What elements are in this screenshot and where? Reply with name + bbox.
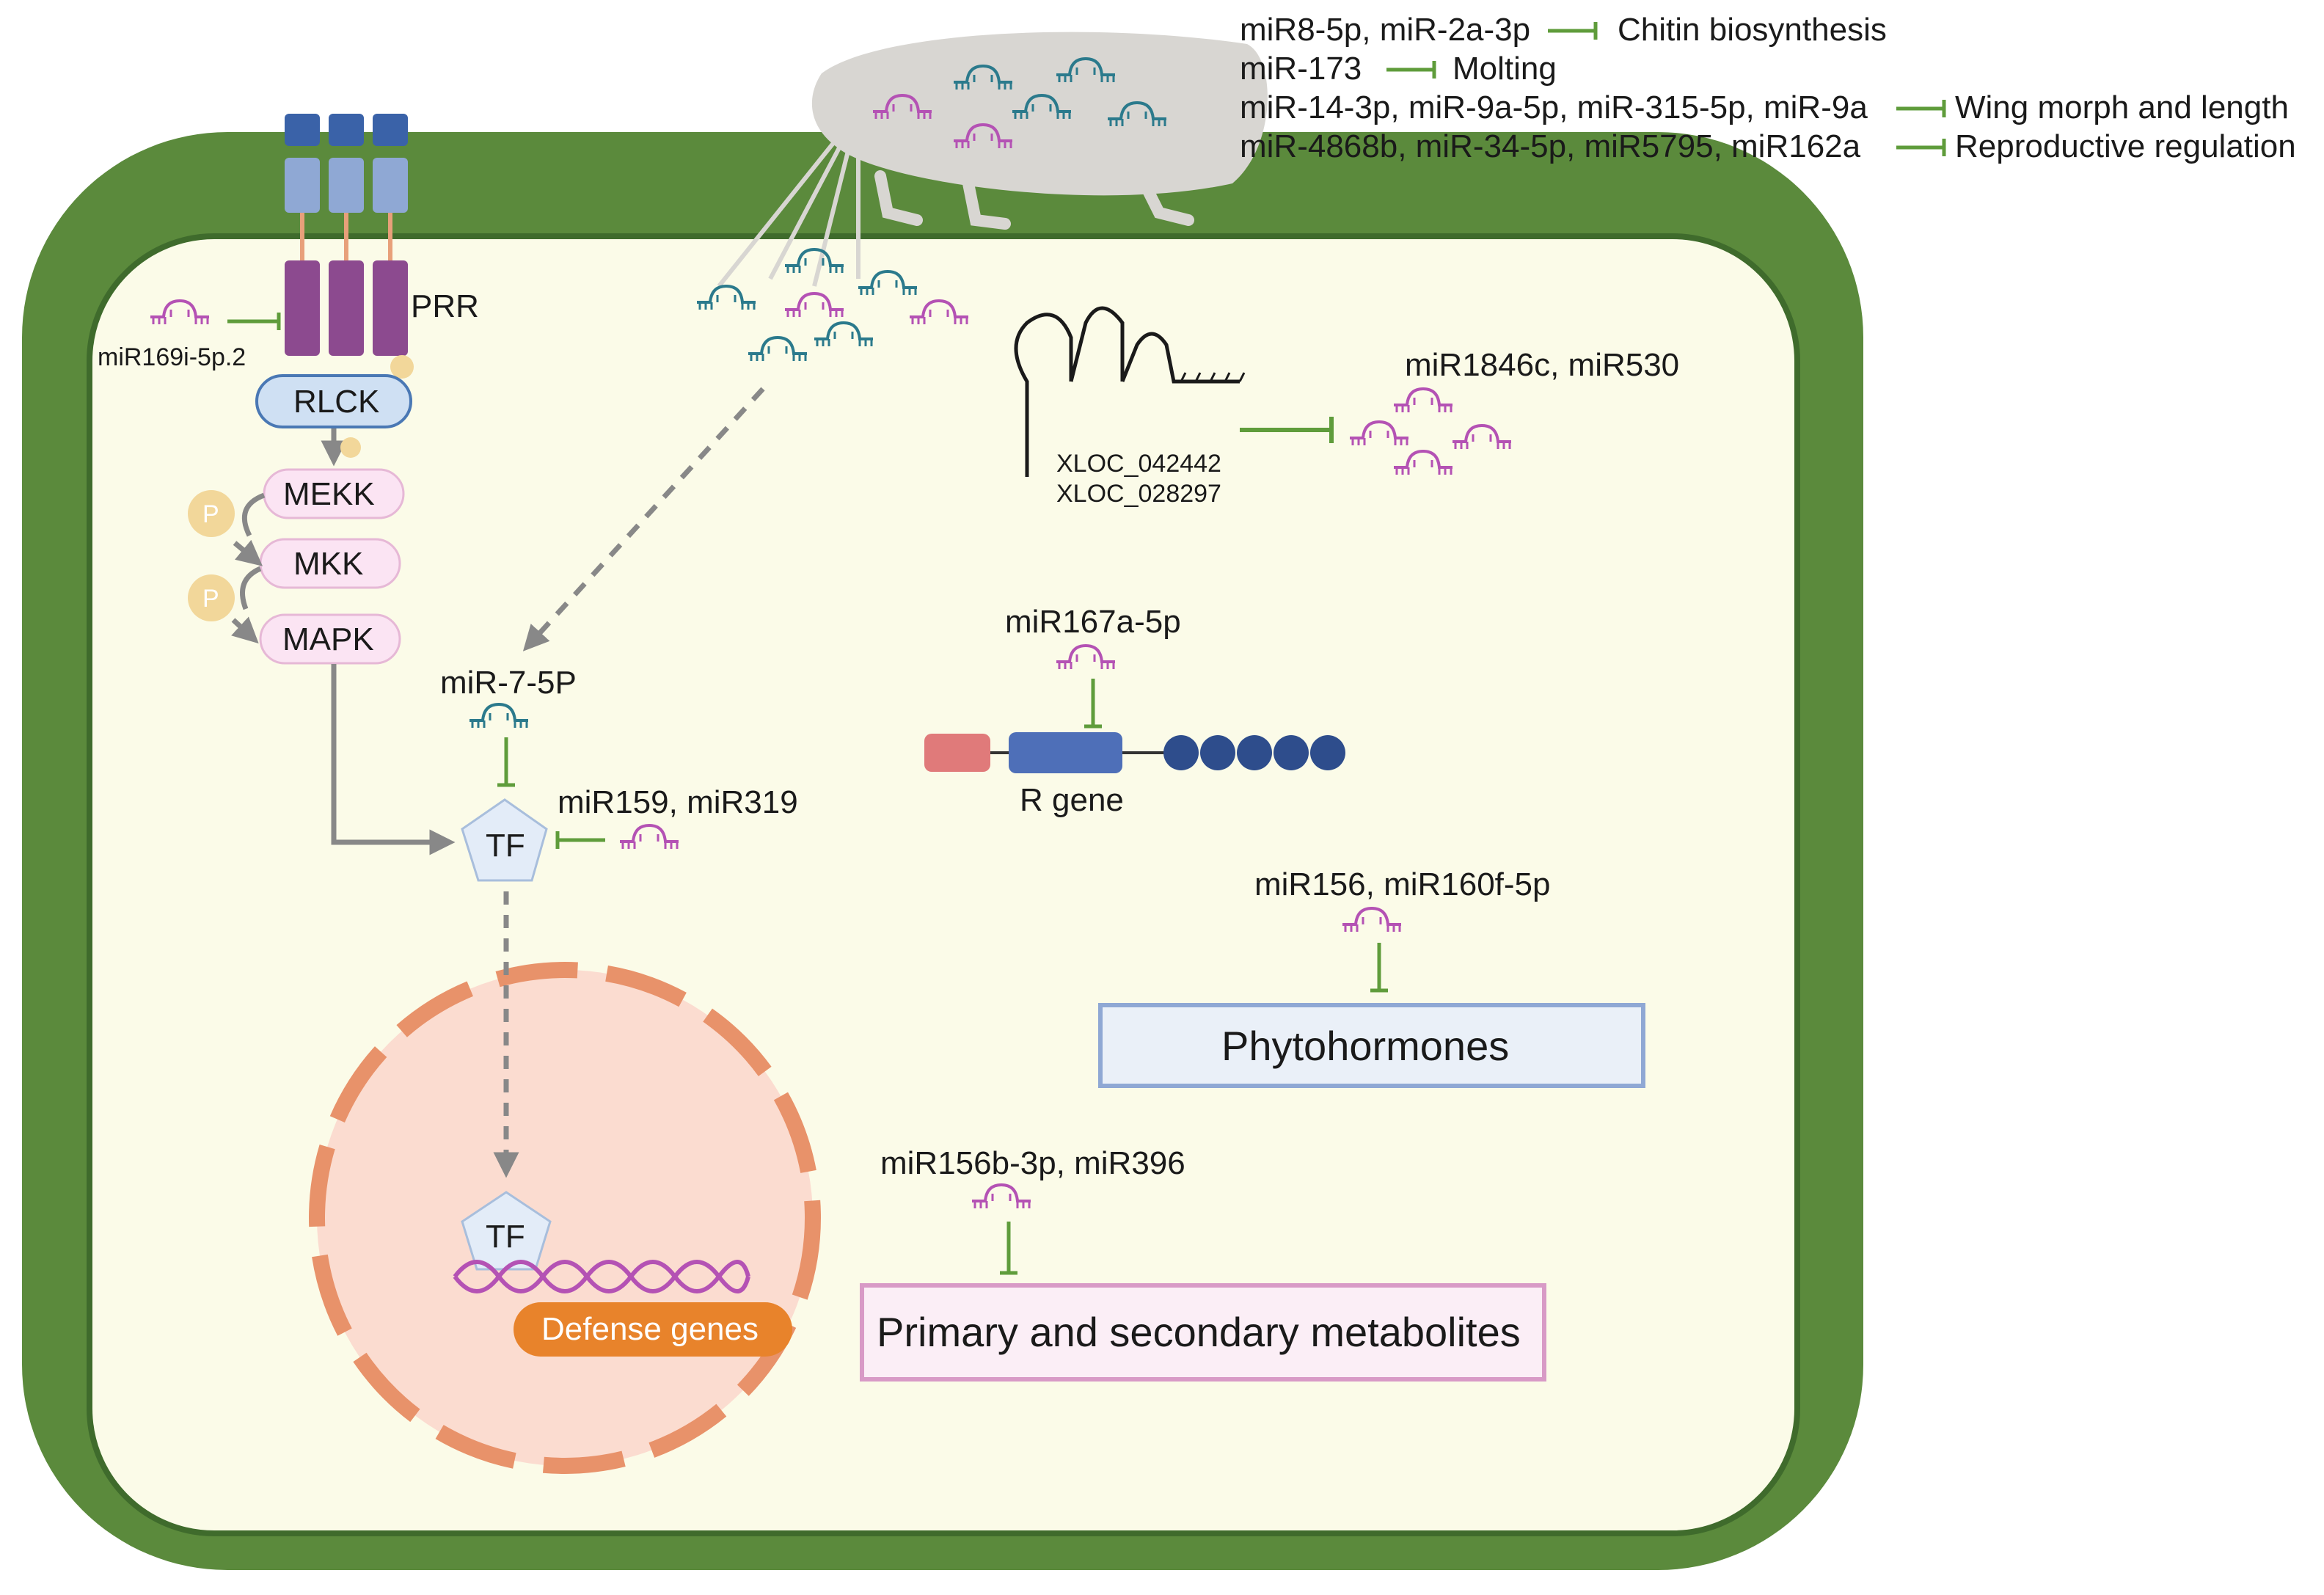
defense-genes-box [514,1302,792,1357]
phospho-icon-mekk [188,490,235,537]
injection-dashed-arrow [522,387,765,651]
defense-genes-label: Defense genes [541,1311,759,1347]
r-gene-protein [924,732,1345,773]
tf-cytoplasm-label: TF [486,828,525,864]
metabolites-box [860,1283,1546,1382]
insect-mirna-row-4: miR-4868b, miR-34-5p, miR5795, miR162a [1240,128,1861,164]
tf-mirnas-label: miR159, miR319 [558,784,798,820]
nucleus [309,962,821,1474]
mapk-label: MAPK [282,621,374,657]
prr-receptor [285,114,408,356]
svg-text:P: P [202,585,219,613]
r-gene-mirna-label: miR167a-5p [1005,604,1181,640]
tf-nucleus-label: TF [486,1219,525,1255]
phytohormones-label: Phytohormones [1221,1023,1509,1069]
mekk-box [263,468,405,519]
lncrna-id-1: XLOC_042442 [1056,450,1221,478]
insect-target-row-3: Wing morph and length [1955,90,2289,125]
mir-7-5p-label: miR-7-5P [440,665,577,701]
mkk-to-mapk-arrow [240,566,262,610]
mekk-to-mkk-arrow [241,492,266,537]
mir169-label: miR169i-5p.2 [98,343,246,371]
prr-label: PRR [411,288,479,324]
mkk-label: MKK [293,546,363,582]
phospho-icon-mkk [188,574,235,621]
mapk-to-tf-arrow [331,664,456,855]
r-gene-label: R gene [1020,782,1124,818]
metabolites-label: Primary and secondary metabolites [877,1309,1521,1355]
rlck-box [255,374,412,428]
phospho-icon [390,355,414,379]
phytohormones-box [1098,1003,1645,1088]
metabolites-mirnas: miR156b-3p, miR396 [880,1145,1185,1181]
insect-target-row-2: Molting [1452,51,1557,87]
insect-target-row-4: Reproductive regulation [1955,128,2296,164]
insect-mirna-row-1: miR8-5p, miR-2a-3p [1240,12,1530,48]
dna-helix-icon [453,1260,750,1293]
insect-regulation-list: miR8-5p, miR-2a-3p Chitin biosynthesis m… [1240,12,2296,164]
insect-mirna-row-3: miR-14-3p, miR-9a-5p, miR-315-5p, miR-9a [1240,90,1868,125]
lncrna-hairpin-icon [1014,306,1246,477]
mekk-label: MEKK [283,476,375,512]
insect-mirna-row-2: miR-173 [1240,51,1362,87]
mapk-box [259,613,401,665]
lncrna-target-mirnas: miR1846c, miR530 [1405,347,1679,383]
phytohormones-mirnas: miR156, miR160f-5p [1254,866,1551,902]
svg-text:P: P [202,500,219,528]
tf-cytoplasm-shape [461,798,548,882]
lncrna-id-2: XLOC_028297 [1056,480,1221,508]
rlck-label: RLCK [293,384,379,420]
insect-target-row-1: Chitin biosynthesis [1618,12,1887,48]
insect-icon [717,32,1268,288]
